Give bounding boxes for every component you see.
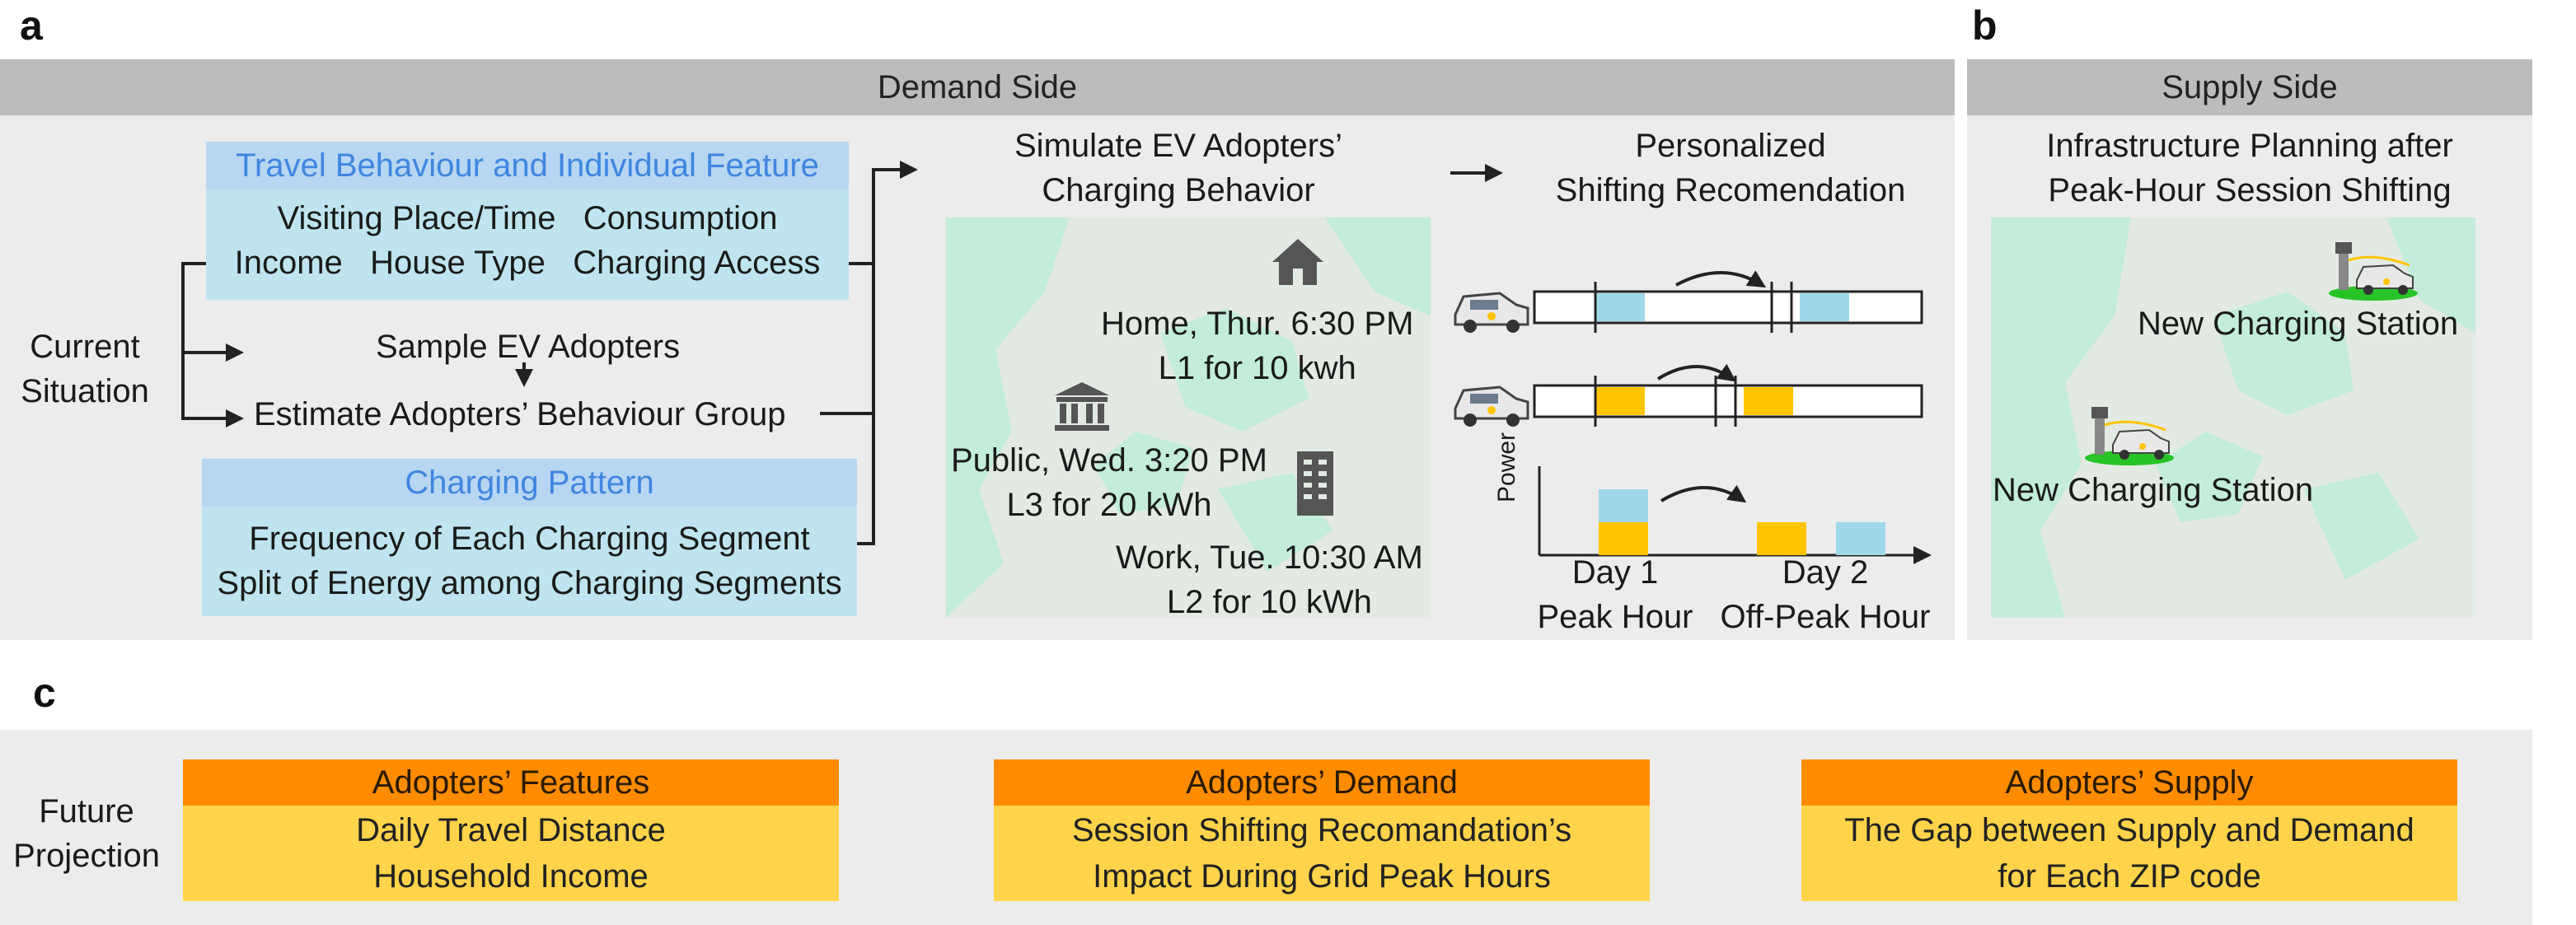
supply-line1: The Gap between Supply and Demand	[1844, 812, 2414, 848]
current-label-line2: Situation	[21, 373, 149, 409]
travel-box-header: Travel Behaviour and Individual Feature	[206, 142, 849, 189]
current-label-line1: Current	[30, 329, 140, 365]
charging-box-body: Frequency of Each Charging Segment Split…	[202, 507, 857, 616]
new-station-label-1: New Charging Station	[2138, 306, 2459, 342]
future-box-supply: Adopters’ Supply The Gap between Supply …	[1801, 759, 2457, 901]
day1-line1: Day 1	[1571, 554, 1659, 591]
future-box-demand-body: Session Shifting Recomandation’s Impact …	[994, 806, 1650, 901]
home-label-line2: L1 for 10 kwh	[1158, 350, 1356, 386]
current-situation-label: Current Situation	[15, 325, 155, 413]
charging-box-header: Charging Pattern	[202, 459, 857, 507]
panel-label-c: c	[33, 670, 56, 716]
work-label-line2: L2 for 10 kWh	[1166, 584, 1372, 620]
travel-box-body: Visiting Place/Time Consumption Income H…	[206, 189, 849, 300]
home-label-line1: Home, Thur. 6:30 PM	[1101, 306, 1414, 342]
demand-line2: Impact During Grid Peak Hours	[1093, 858, 1551, 895]
public-label: Public, Wed. 3:20 PM L3 for 20 kWh	[951, 438, 1267, 527]
shifting-title-line2: Shifting Recomendation	[1555, 172, 1906, 208]
future-projection-label: Future Projection	[13, 789, 160, 878]
public-label-line2: L3 for 20 kWh	[1006, 487, 1212, 523]
day2-line1: Day 2	[1782, 554, 1869, 591]
future-box-demand: Adopters’ Demand Session Shifting Recoma…	[994, 759, 1650, 901]
day2-yellow-bar	[1757, 522, 1806, 555]
work-label-line1: Work, Tue. 10:30 AM	[1116, 540, 1423, 576]
future-label-line1: Future	[39, 793, 134, 829]
sample-adopters-text: Sample EV Adopters	[376, 329, 681, 365]
home-label: Home, Thur. 6:30 PM L1 for 10 kwh	[1101, 301, 1413, 390]
bank-icon	[1055, 382, 1109, 431]
travel-row2: Income House Type Charging Access	[234, 245, 821, 281]
charging-row2: Split of Energy among Charging Segments	[217, 565, 842, 601]
simulation-map	[946, 217, 1431, 618]
day1-blue-bar	[1599, 489, 1648, 522]
day1-line2: Peak Hour	[1537, 599, 1693, 635]
future-box-features: Adopters’ Features Daily Travel Distance…	[183, 759, 839, 901]
panel-label-b: b	[1972, 2, 1998, 49]
demand-side-header: Demand Side	[0, 59, 1955, 115]
day1-label: Day 1 Peak Hour	[1525, 550, 1706, 639]
future-box-demand-header: Adopters’ Demand	[994, 759, 1650, 806]
future-box-features-header: Adopters’ Features	[183, 759, 839, 806]
shifting-title: Personalized Shifting Recomendation	[1525, 124, 1937, 213]
demand-line1: Session Shifting Recomandation’s	[1071, 812, 1572, 848]
public-label-line1: Public, Wed. 3:20 PM	[951, 442, 1267, 479]
travel-row1: Visiting Place/Time Consumption	[277, 200, 778, 236]
estimate-group-text: Estimate Adopters’ Behaviour Group	[254, 396, 786, 432]
shifting-title-line1: Personalized	[1635, 128, 1826, 164]
supply-subtitle-line1: Infrastructure Planning after	[2046, 128, 2453, 164]
supply-line2: for Each ZIP code	[1998, 858, 2261, 895]
supply-subtitle: Infrastructure Planning after Peak-Hour …	[1967, 124, 2532, 213]
simulate-title: Simulate EV Adopters’ Charging Behavior	[948, 124, 1409, 213]
future-box-supply-body: The Gap between Supply and Demand for Ea…	[1801, 806, 2457, 901]
simulate-title-line2: Charging Behavior	[1042, 172, 1315, 208]
panel-label-a: a	[20, 2, 43, 49]
future-box-supply-header: Adopters’ Supply	[1801, 759, 2457, 806]
day1-yellow-bar	[1599, 522, 1648, 555]
supply-subtitle-line2: Peak-Hour Session Shifting	[2048, 172, 2452, 208]
charging-row1: Frequency of Each Charging Segment	[249, 521, 810, 557]
supply-side-header: Supply Side	[1967, 59, 2532, 115]
future-box-features-body: Daily Travel Distance Household Income	[183, 806, 839, 901]
shifting-timelines	[1454, 270, 1923, 427]
ev-car-icon-2	[1454, 385, 1529, 427]
supply-map	[1991, 217, 2475, 618]
day2-blue-bar	[1836, 522, 1885, 555]
home-icon	[1272, 239, 1323, 285]
charging-station-icon-1	[2329, 242, 2418, 301]
features-line1: Daily Travel Distance	[356, 812, 666, 848]
power-bar-chart	[1538, 466, 1932, 564]
office-building-icon	[1297, 451, 1333, 516]
work-label: Work, Tue. 10:30 AM L2 for 10 kWh	[1116, 535, 1423, 624]
day2-label: Day 2 Off-Peak Hour	[1710, 550, 1941, 639]
ev-car-icon-1	[1454, 292, 1529, 333]
new-station-label-2: New Charging Station	[1993, 472, 2314, 508]
simulate-title-line1: Simulate EV Adopters’	[1014, 128, 1342, 164]
features-line2: Household Income	[373, 858, 649, 895]
power-axis-label: Power	[1493, 432, 1520, 502]
day2-line2: Off-Peak Hour	[1720, 599, 1931, 635]
future-label-line2: Projection	[13, 838, 160, 874]
charging-station-icon-2	[2085, 407, 2174, 465]
